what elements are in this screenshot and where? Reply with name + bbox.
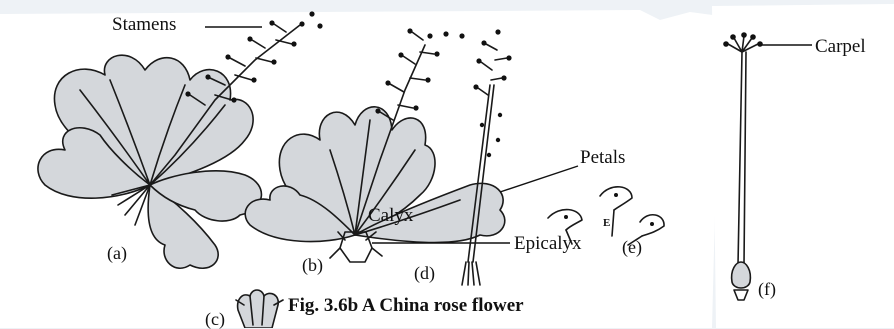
part-a-label: (a) [107, 244, 127, 262]
part-d-label: (d) [414, 264, 435, 282]
stamens-label: Stamens [112, 15, 176, 34]
part-e-label: (e) [622, 238, 642, 256]
petals-label: Petals [580, 148, 625, 167]
part-c-label: (c) [205, 310, 225, 328]
e-mark-label: E [603, 218, 610, 229]
epicalyx-label: Epicalyx [514, 234, 582, 253]
figure-caption: Fig. 3.6b A China rose flower [288, 296, 524, 315]
part-b-label: (b) [302, 256, 323, 274]
calyx-label: Calyx [368, 206, 413, 225]
carpel-label: Carpel [815, 37, 866, 56]
part-f-label: (f) [758, 280, 776, 298]
